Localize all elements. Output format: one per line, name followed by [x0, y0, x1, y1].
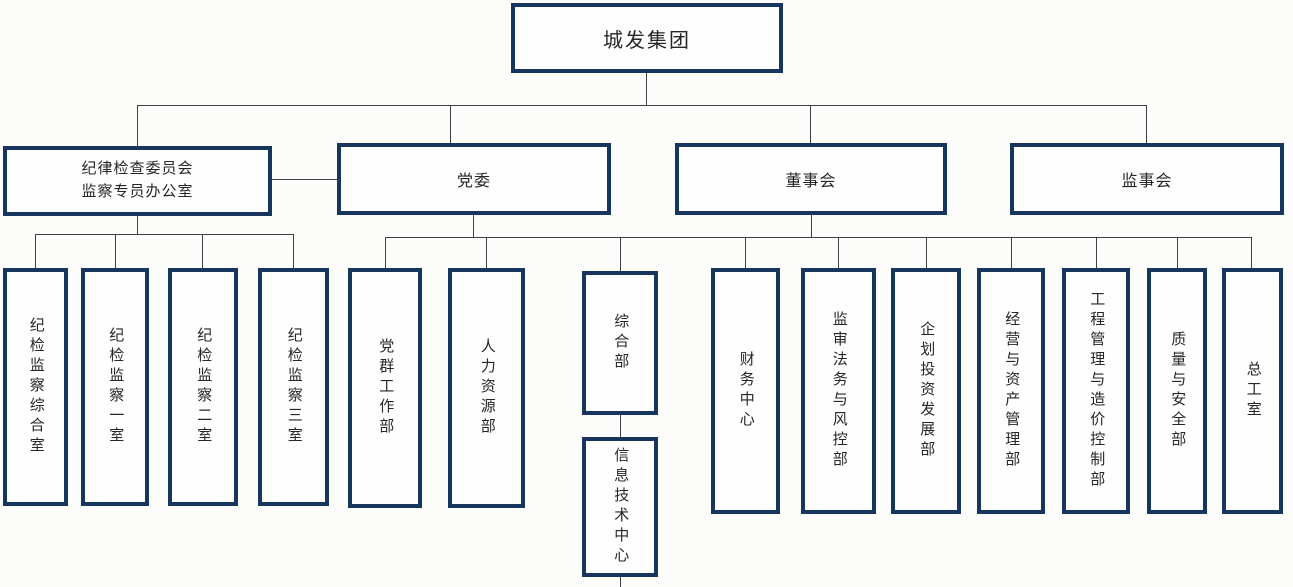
node-label: 监察专员办公室	[81, 184, 194, 200]
connector-line	[450, 105, 451, 143]
node-root: 城发集团	[511, 3, 783, 73]
node-dept-chief-engineer-office: 总工室	[1222, 268, 1283, 514]
node-dept-audit-legal-risk: 监审法务与风控部	[801, 268, 876, 514]
node-label: 董事会	[785, 173, 837, 190]
connector-line	[620, 415, 621, 437]
node-info-tech-center: 信息技术中心	[582, 437, 658, 577]
node-discipline-office-1: 纪检监察一室	[81, 268, 149, 506]
node-label: 纪检监察综合室	[27, 317, 44, 457]
connector-line	[137, 105, 138, 146]
node-root-label: 城发集团	[603, 29, 691, 52]
connector-line	[35, 234, 36, 268]
node-dept-operations-assets: 经营与资产管理部	[977, 268, 1045, 514]
connector-line	[137, 216, 138, 234]
node-label: 纪检监察二室	[195, 327, 212, 447]
connector-line	[115, 234, 116, 268]
connector-line	[811, 215, 812, 238]
node-label: 监事会	[1121, 173, 1173, 190]
node-label: 综合部	[612, 313, 629, 373]
node-discipline-office-2: 纪检监察二室	[168, 268, 238, 506]
connector-line	[620, 577, 621, 587]
node-label: 工程管理与造价控制部	[1088, 291, 1105, 491]
node-label: 人力资源部	[478, 338, 495, 438]
node-party-committee: 党委	[337, 143, 611, 215]
connector-line	[838, 237, 839, 268]
node-label: 党委	[456, 173, 491, 190]
node-label: 总工室	[1244, 361, 1261, 421]
connector-line	[810, 105, 811, 143]
node-label: 纪检监察三室	[285, 327, 302, 447]
node-label: 监审法务与风控部	[830, 311, 847, 471]
connector-line	[293, 234, 294, 268]
connector-line	[646, 73, 647, 105]
connector-line	[1177, 237, 1178, 268]
node-dept-quality-safety: 质量与安全部	[1147, 268, 1207, 514]
node-dept-engineering-cost-control: 工程管理与造价控制部	[1062, 268, 1130, 514]
connector-line	[137, 105, 1147, 106]
connector-line	[385, 237, 1252, 238]
connector-line	[1011, 237, 1012, 268]
node-label: 纪检监察一室	[107, 327, 124, 447]
connector-line	[486, 237, 487, 268]
node-supervisory-board: 监事会	[1010, 143, 1284, 215]
connector-line	[1251, 237, 1252, 268]
node-dept-planning-investment: 企划投资发展部	[891, 268, 961, 514]
node-label: 信息技术中心	[612, 447, 629, 567]
node-label: 纪律检查委员会	[81, 161, 194, 177]
connector-line	[385, 237, 386, 268]
node-label: 质量与安全部	[1169, 331, 1186, 451]
node-dept-finance-center: 财务中心	[711, 268, 780, 514]
connector-line	[1096, 237, 1097, 268]
node-discipline-office-3: 纪检监察三室	[258, 268, 329, 506]
connector-line	[926, 237, 927, 268]
node-label: 财务中心	[737, 351, 754, 431]
node-dept-human-resources: 人力资源部	[448, 268, 525, 508]
connector-line	[620, 237, 621, 272]
connector-line	[272, 179, 337, 180]
node-label: 经营与资产管理部	[1003, 311, 1020, 471]
connector-line	[202, 234, 203, 268]
connector-line	[1146, 105, 1147, 143]
connector-line	[745, 237, 746, 268]
connector-line	[35, 234, 294, 235]
node-dept-party-masses-work: 党群工作部	[348, 268, 422, 508]
node-label: 党群工作部	[377, 338, 394, 438]
node-board-of-directors: 董事会	[675, 143, 947, 215]
node-dept-general-affairs: 综合部	[582, 271, 658, 415]
connector-line	[473, 215, 474, 238]
node-label: 企划投资发展部	[918, 321, 935, 461]
node-discipline-committee: 纪律检查委员会 监察专员办公室	[3, 146, 272, 216]
node-discipline-office-general: 纪检监察综合室	[3, 268, 68, 506]
